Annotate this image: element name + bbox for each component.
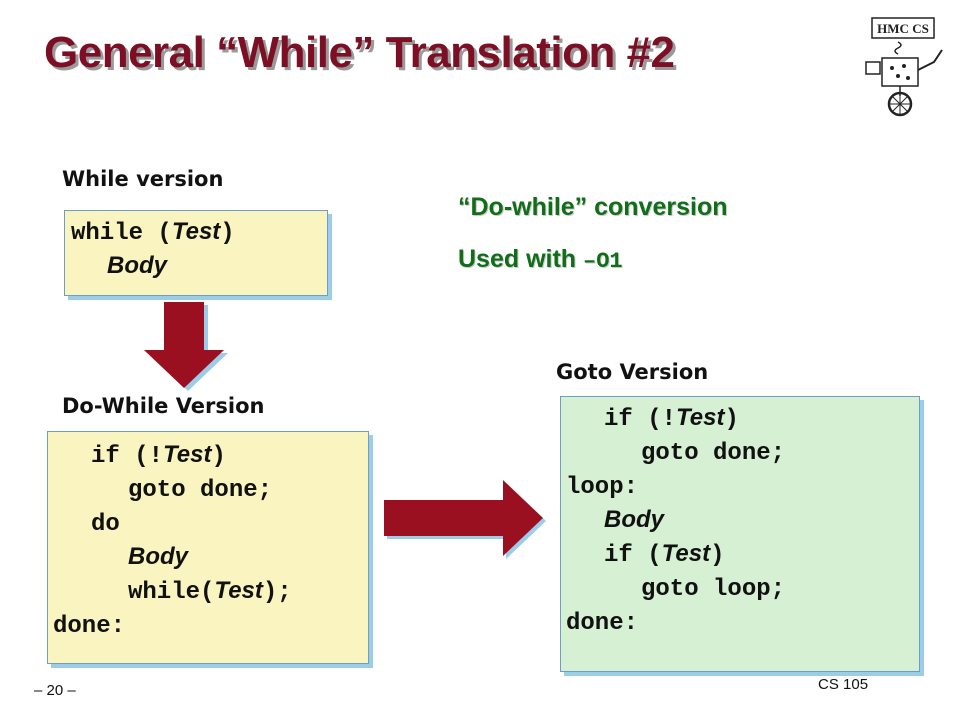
while-line-body: Body [107,252,167,279]
goto-code-box: if (!Test) goto done; loop: Body if (Tes… [560,396,920,672]
while-line-1: while (Test) [71,218,235,247]
goto-version-label: Goto Version [556,360,709,384]
dowhile-code-box: if (!Test) goto done; do Body while(Test… [47,431,369,664]
conversion-heading: “Do-while” conversion [458,193,728,221]
goto-line-if: if (!Test) [604,404,739,433]
while-version-label: While version [62,167,224,191]
goto-line-goto-done: goto done; [641,440,786,467]
dowhile-version-label: Do-While Version [62,394,265,418]
hmc-cs-logo: HMC CS [865,17,943,117]
dowhile-line-body: Body [128,543,188,570]
dowhile-line-while: while(Test); [128,577,292,606]
goto-line-goto-loop: goto loop; [641,576,786,603]
dowhile-line-done: done: [53,613,126,640]
page-number: – 20 – [34,682,76,699]
logo-text: HMC CS [877,21,929,36]
right-arrow-icon [384,480,546,559]
goto-line-if-test: if (Test) [604,540,725,569]
slide-title: General “While” Translation #2 [44,28,675,77]
dowhile-line-goto: goto done; [128,477,273,504]
optimization-note: Used with –O1 [458,245,623,274]
goto-line-done: done: [566,610,639,637]
goto-line-body: Body [604,506,664,533]
goto-line-loop-label: loop: [566,474,639,501]
course-label: CS 105 [818,676,869,693]
while-code-box: while (Test) Body [64,210,328,296]
down-arrow-icon [144,302,228,391]
dowhile-line-do: do [91,511,120,538]
dowhile-line-if: if (!Test) [91,441,226,470]
